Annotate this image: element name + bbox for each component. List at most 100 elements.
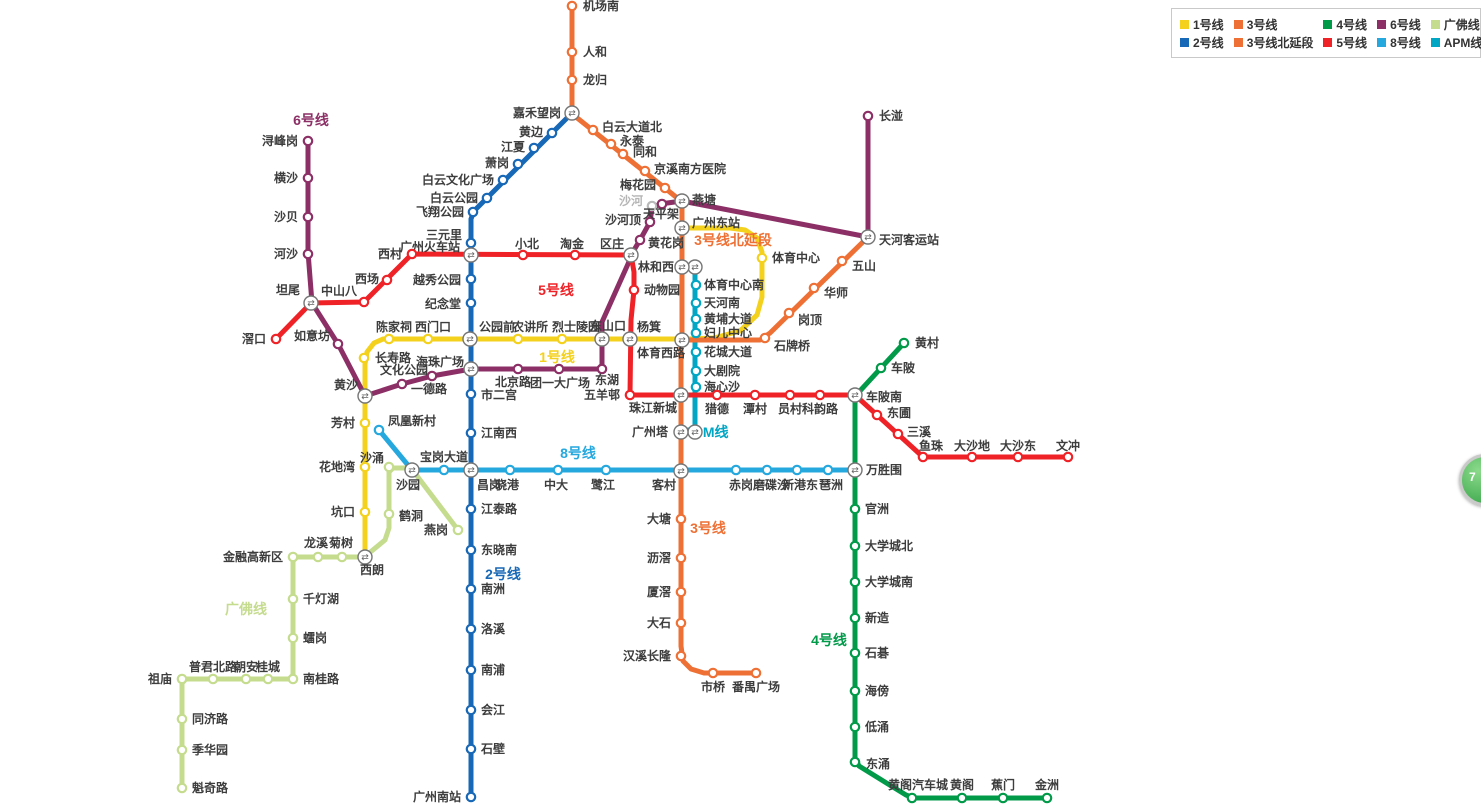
- station-广州东站[interactable]: ⇄广州东站: [674, 215, 740, 236]
- station-万胜围[interactable]: ⇄万胜围: [847, 462, 902, 478]
- station-大石[interactable]: 大石: [647, 615, 687, 630]
- station-厦滘[interactable]: 厦滘: [647, 584, 687, 599]
- station-长湴[interactable]: 长湴: [862, 108, 903, 123]
- station-宝岗大道[interactable]: 宝岗大道: [420, 449, 468, 476]
- station-沙园[interactable]: ⇄沙园: [396, 462, 420, 492]
- station-机场南[interactable]: 机场南: [566, 0, 619, 13]
- station-广州塔[interactable]: ⇄广州塔: [632, 424, 689, 440]
- station-千灯湖[interactable]: 千灯湖: [287, 591, 339, 606]
- station-文化公园[interactable]: 文化公园: [380, 362, 428, 390]
- station-农讲所[interactable]: 农讲所: [511, 319, 548, 345]
- station-芳村[interactable]: 芳村: [331, 415, 371, 430]
- station-客村[interactable]: ⇄客村: [651, 463, 689, 492]
- station-梅花园[interactable]: 梅花园: [620, 177, 671, 194]
- station-黄村[interactable]: 黄村: [898, 335, 939, 350]
- station-北京路[interactable]: 北京路: [495, 363, 532, 389]
- station-团一大广场[interactable]: 团一大广场: [530, 363, 590, 390]
- station-江夏[interactable]: 江夏: [501, 139, 540, 154]
- station-广州南站[interactable]: 广州南站: [413, 789, 477, 804]
- station-沙河顶[interactable]: 沙河顶: [605, 212, 656, 228]
- station-如意坊[interactable]: 如意坊: [294, 328, 344, 350]
- station-石碁[interactable]: 石碁: [849, 645, 890, 660]
- station-沙河[interactable]: 沙河: [619, 193, 658, 212]
- station-黄沙[interactable]: ⇄黄沙: [334, 377, 373, 404]
- station-祖庙[interactable]: 祖庙: [147, 671, 188, 686]
- station-蕉门[interactable]: 蕉门: [991, 777, 1015, 804]
- station-横沙[interactable]: 横沙: [274, 170, 314, 185]
- station-南桂路[interactable]: 南桂路: [287, 671, 340, 686]
- station-大学城北[interactable]: 大学城北: [849, 538, 913, 553]
- station-海傍[interactable]: 海傍: [849, 683, 889, 698]
- station-白云文化广场[interactable]: 白云文化广场: [422, 172, 509, 187]
- station-三溪[interactable]: 三溪: [892, 424, 932, 440]
- station-海心沙[interactable]: 海心沙: [690, 379, 740, 394]
- station-新港东[interactable]: 新港东: [782, 464, 818, 492]
- station-华师[interactable]: 华师: [808, 282, 848, 300]
- station-沥滘[interactable]: 沥滘: [647, 551, 687, 565]
- station-东圃[interactable]: 东圃: [871, 405, 911, 421]
- station-中大[interactable]: 中大: [544, 464, 568, 492]
- station-凤凰新村[interactable]: 凤凰新村: [373, 413, 436, 436]
- station-黄花岗[interactable]: 黄花岗: [634, 234, 684, 250]
- station-西村[interactable]: 西村: [378, 246, 418, 261]
- station-小北[interactable]: 小北: [515, 236, 539, 261]
- station-三元里[interactable]: 三元里: [426, 227, 477, 249]
- station-飞翔公园[interactable]: 飞翔公园: [416, 204, 479, 219]
- station-烈士陵园[interactable]: 烈士陵园: [552, 319, 600, 345]
- station-公园前[interactable]: ⇄公园前: [462, 319, 515, 347]
- station-萧岗[interactable]: 萧岗: [485, 155, 524, 170]
- station-龙溪[interactable]: 龙溪: [304, 535, 329, 563]
- station-永泰[interactable]: 永泰: [605, 133, 645, 150]
- station-猎德[interactable]: 猎德: [705, 389, 729, 416]
- station-西门口[interactable]: 西门口: [415, 319, 451, 345]
- station-大沙东[interactable]: 大沙东: [1000, 438, 1036, 463]
- station-大塘[interactable]: 大塘: [647, 511, 687, 526]
- station-朝安[interactable]: 朝安: [234, 659, 258, 685]
- station-花城大道[interactable]: 花城大道: [690, 344, 752, 359]
- station-江南西[interactable]: 江南西: [465, 425, 517, 440]
- station-西朗[interactable]: ⇄西朗: [357, 549, 384, 577]
- station-坦尾[interactable]: ⇄坦尾: [276, 283, 319, 311]
- station-西场[interactable]: 西场: [355, 272, 393, 286]
- station-员村[interactable]: 员村: [778, 389, 802, 416]
- station-白云大道北[interactable]: 白云大道北: [587, 119, 662, 136]
- station-菊树[interactable]: 菊树: [328, 535, 353, 563]
- station-杨箕[interactable]: ⇄杨箕: [622, 319, 661, 347]
- station-体育中心南[interactable]: 体育中心南: [690, 277, 764, 292]
- station-燕塘[interactable]: ⇄燕塘: [674, 192, 716, 209]
- station-大沙地[interactable]: 大沙地: [954, 438, 990, 463]
- station-五羊邨[interactable]: 五羊邨: [584, 387, 636, 402]
- station-滘口[interactable]: 滘口: [242, 332, 282, 346]
- station-天平架[interactable]: 天平架: [643, 198, 679, 221]
- station-广州塔[interactable]: ⇄: [687, 424, 703, 440]
- station-一德路[interactable]: 一德路: [411, 370, 448, 396]
- station-陈家祠[interactable]: 陈家祠: [376, 319, 412, 345]
- station-体育西路[interactable]: ⇄体育西路: [637, 332, 690, 360]
- station-季华园[interactable]: 季华园: [176, 742, 228, 757]
- station-同和[interactable]: 同和: [617, 144, 657, 160]
- station-文冲[interactable]: 文冲: [1056, 438, 1080, 463]
- station-琶洲[interactable]: 琶洲: [819, 464, 843, 492]
- station-潭村[interactable]: 潭村: [743, 389, 767, 416]
- station-昌岗[interactable]: ⇄昌岗: [463, 462, 501, 492]
- station-东湖[interactable]: 东湖: [595, 363, 619, 387]
- station-车陂[interactable]: 车陂: [875, 360, 915, 375]
- station-中山八[interactable]: 中山八: [321, 283, 370, 308]
- station-大学城南[interactable]: 大学城南: [849, 574, 913, 589]
- station-浔峰岗[interactable]: 浔峰岗: [262, 133, 314, 148]
- station-会江[interactable]: 会江: [465, 702, 505, 717]
- station-龙归[interactable]: 龙归: [566, 72, 607, 87]
- station-越秀公园[interactable]: 越秀公园: [412, 272, 477, 287]
- station-南洲[interactable]: 南洲: [465, 581, 505, 596]
- station-淘金[interactable]: 淘金: [560, 236, 585, 261]
- station-海珠广场[interactable]: ⇄海珠广场: [416, 354, 479, 377]
- station-石牌桥[interactable]: 石牌桥: [759, 332, 811, 353]
- station-鹭江[interactable]: 鹭江: [591, 464, 615, 492]
- station-晓港[interactable]: 晓港: [495, 464, 520, 492]
- station-番禺广场[interactable]: 番禺广场: [731, 667, 780, 694]
- station-官洲[interactable]: 官洲: [849, 501, 889, 516]
- station-黄边[interactable]: 黄边: [519, 124, 558, 139]
- station-体育中心[interactable]: 体育中心: [756, 250, 820, 265]
- station-林和西[interactable]: ⇄林和西: [638, 259, 690, 275]
- station-天河南[interactable]: 天河南: [690, 295, 740, 310]
